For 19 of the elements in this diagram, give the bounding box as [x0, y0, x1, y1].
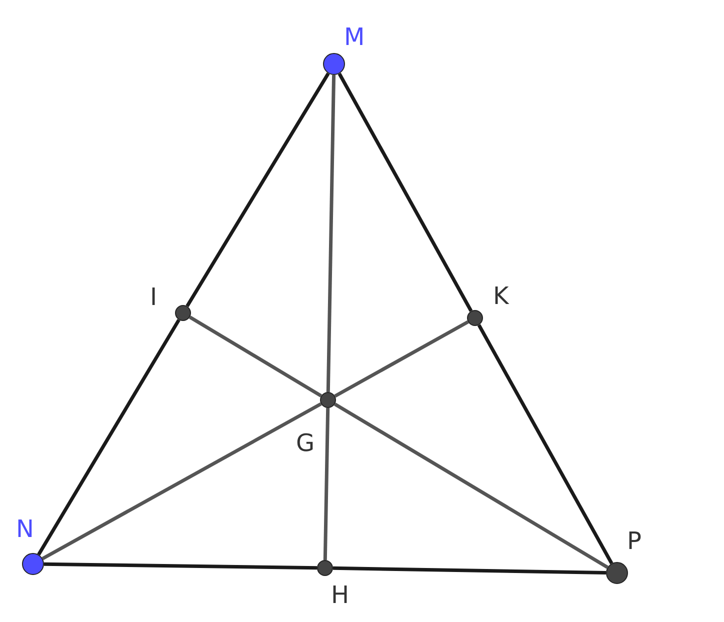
median-line [42, 402, 322, 560]
point-label: H [331, 582, 350, 608]
point-label: G [296, 430, 315, 456]
side-line [44, 562, 318, 570]
side-line [186, 72, 330, 308]
side-line [477, 324, 614, 564]
point-label: I [150, 284, 158, 310]
point-label: K [493, 283, 509, 309]
point-label: M [344, 24, 365, 50]
point-label: P [627, 528, 642, 554]
side-line [37, 318, 180, 556]
median-line [334, 320, 469, 398]
side-line [332, 566, 606, 575]
point-label: N [16, 516, 34, 542]
median-line [323, 408, 330, 560]
median-line [326, 74, 336, 392]
side-line [338, 72, 473, 312]
median-line [188, 316, 322, 398]
median-line [334, 402, 608, 569]
